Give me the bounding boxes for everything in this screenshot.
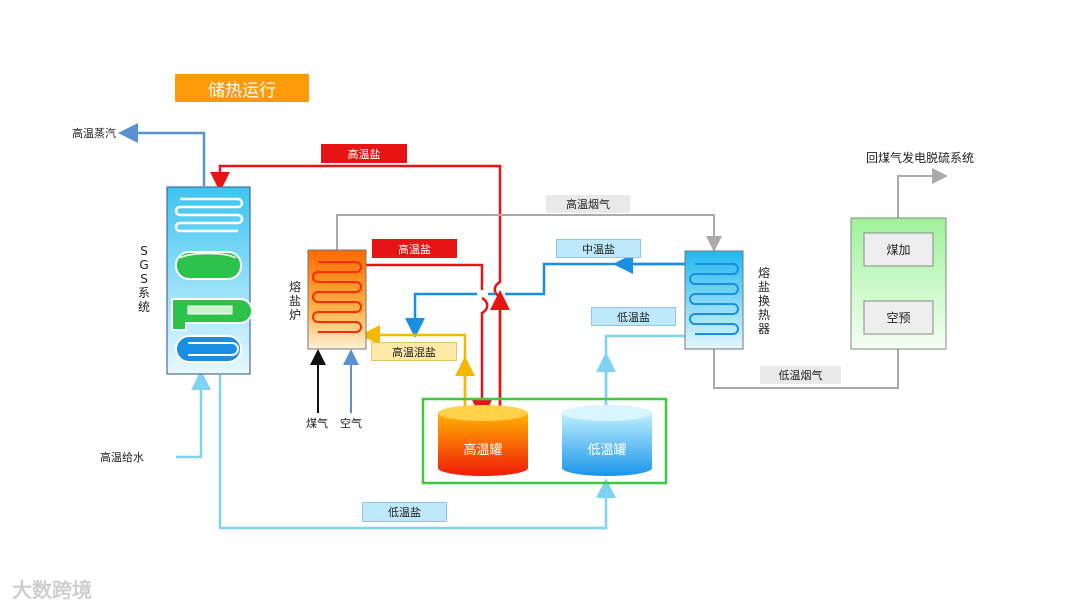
sgs-coil: [174, 197, 244, 233]
salt-exchanger-label: 熔盐换热器: [757, 266, 770, 336]
low-tank-top: [562, 405, 652, 421]
furnace-coil: [312, 261, 362, 333]
high-tank-label: 高温罐: [463, 443, 503, 458]
low-salt-bottom-tag: 低温盐: [362, 502, 447, 522]
low-salt-bottom-line: [218, 375, 616, 530]
exchanger-coil: [689, 263, 739, 335]
low-flue-line: [713, 333, 906, 389]
low-tank-label: 低温罐: [587, 443, 627, 458]
coal-gas-label: 煤气: [306, 417, 328, 430]
sgs-drum-bottom: [175, 335, 242, 363]
salt-furnace-label: 熔盐炉: [288, 280, 301, 322]
high-temp-steam-label: 高温蒸汽: [72, 127, 116, 140]
watermark-logo: 大数跨境: [12, 578, 92, 602]
sgs-system-label: SGS系统: [137, 244, 150, 314]
low-salt-right-tag: 低温盐: [591, 307, 676, 326]
mid-salt-tag: 中温盐: [556, 239, 641, 258]
high-salt-top-tag: 高温盐: [321, 144, 407, 163]
high-flue-gas-tag: 高温烟气: [546, 195, 630, 213]
air-pre-box: [863, 300, 934, 335]
air-label: 空气: [340, 417, 362, 430]
high-mixed-salt-tag: 高温混盐: [371, 342, 457, 361]
low-flue-gas-tag: 低温烟气: [760, 366, 841, 384]
exchanger-box: [684, 250, 744, 350]
coal-add-label: 煤加: [886, 243, 911, 257]
high-flue-line: [336, 214, 722, 252]
desulfur-label: 回煤气发电脱硫系统: [866, 151, 975, 165]
coal-add-box: [863, 232, 934, 267]
high-tank-body: [438, 413, 528, 476]
steam-line: [118, 123, 206, 186]
tank-enclosure: [421, 397, 668, 485]
high-salt-mid-tag: 高温盐: [372, 239, 457, 258]
high-salt-mid-line: [366, 263, 487, 410]
air-pre-label: 空预: [886, 311, 911, 325]
desulfur-out-line: [897, 168, 948, 233]
feedwater-line: [176, 370, 211, 459]
high-tank-top: [438, 405, 528, 421]
sgs-drum-top: [175, 251, 242, 280]
high-temp-feedwater-label: 高温给水: [100, 451, 144, 464]
page-title: 储热运行: [175, 74, 309, 102]
low-tank-body: [562, 413, 652, 476]
furnace-box: [307, 249, 367, 350]
